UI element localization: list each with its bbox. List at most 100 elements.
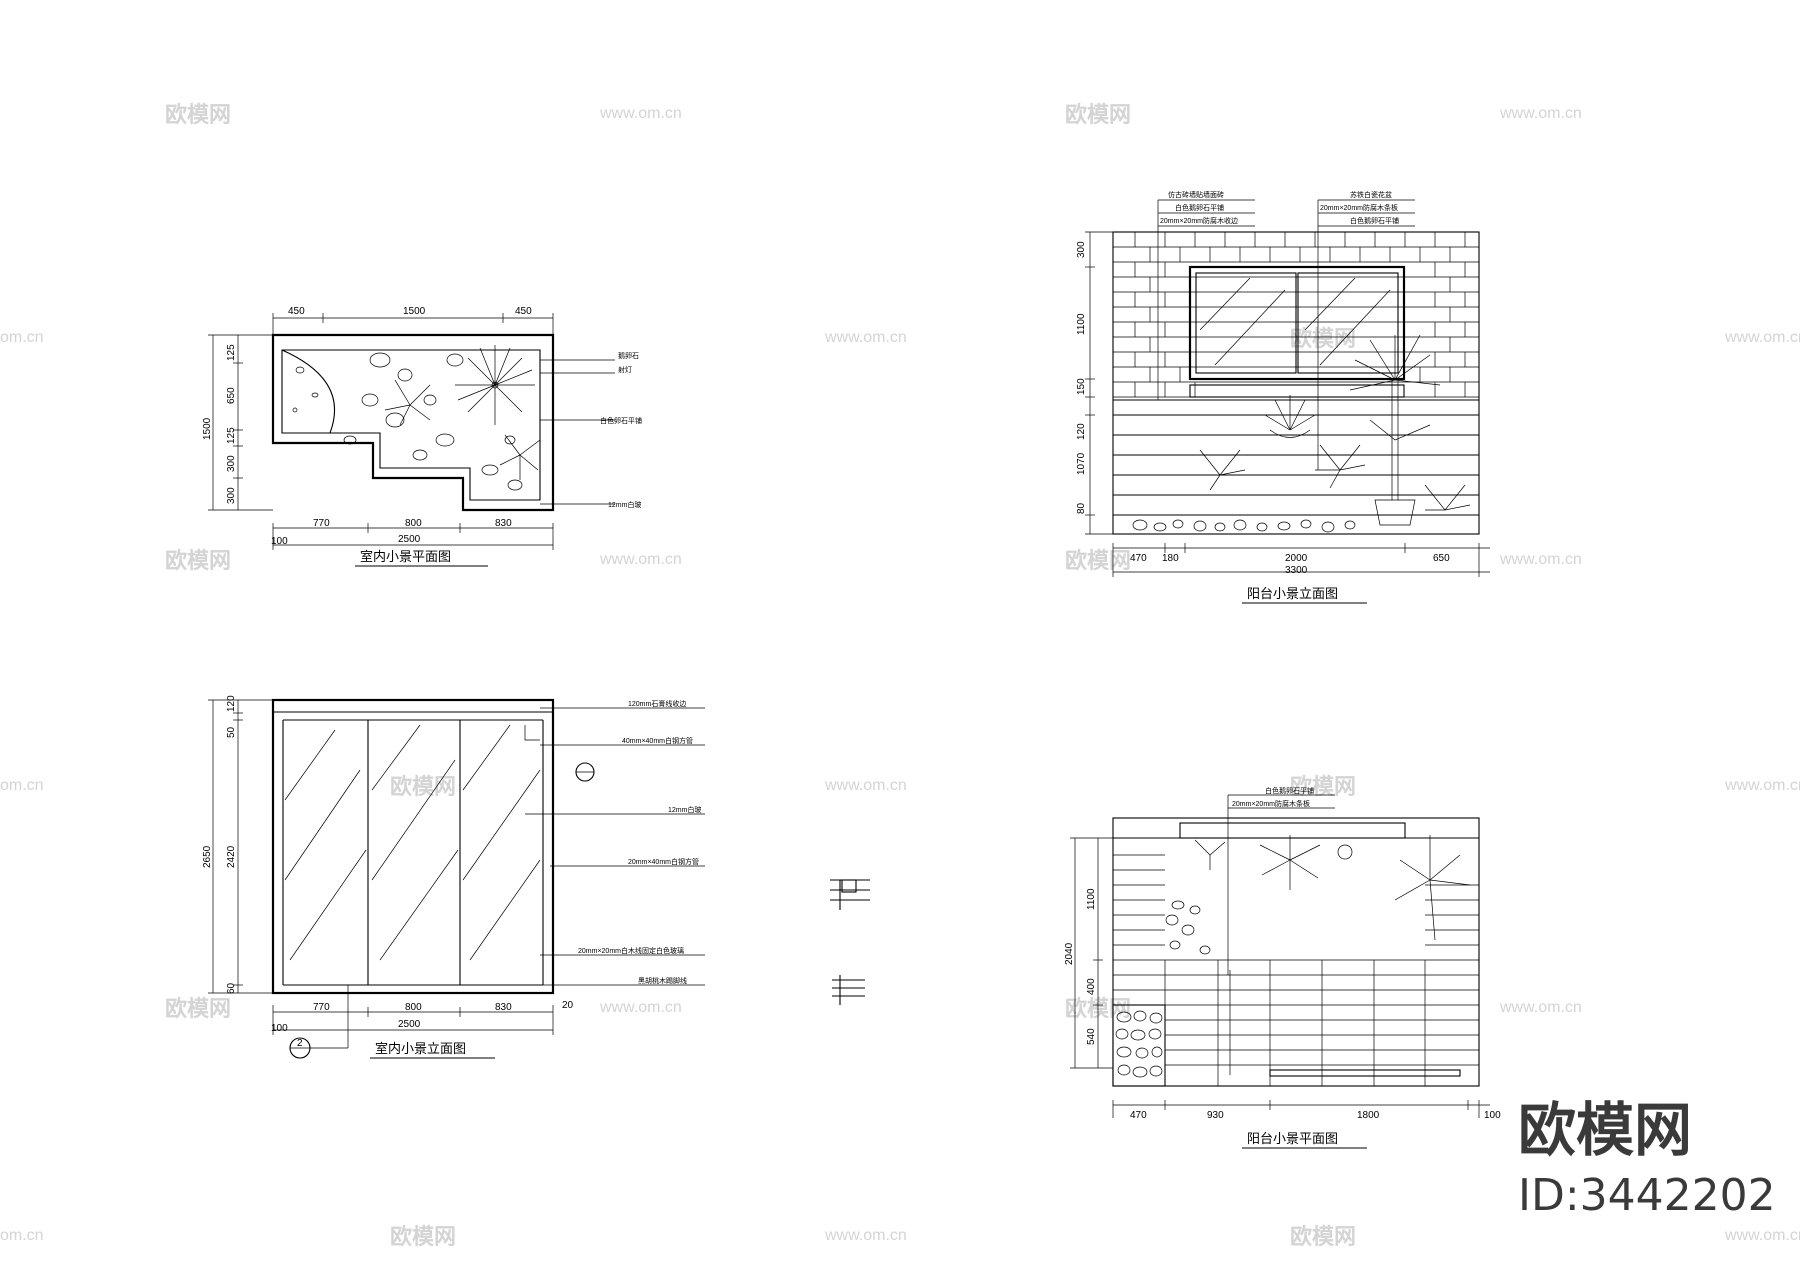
- dim-label: 2000: [1285, 553, 1308, 564]
- dim-label: 50: [226, 726, 237, 738]
- glass-arc: [281, 349, 335, 434]
- dim-label: 930: [1207, 1110, 1224, 1121]
- brand-name: 欧模网: [1518, 1096, 1692, 1164]
- dim-label: 100: [1484, 1110, 1501, 1121]
- dim-label: 300: [226, 455, 237, 472]
- dim-label: 150: [1076, 378, 1087, 395]
- window-glass-hatch: [1199, 277, 1391, 366]
- brand-id: ID:3442202: [1518, 1170, 1776, 1221]
- dim-label: 2420: [226, 845, 237, 868]
- watermark-url: www.om.cn: [599, 999, 682, 1016]
- watermark-cn: 欧模网: [1290, 326, 1356, 351]
- watermark-url: www.om.cn: [1499, 105, 1582, 122]
- plan-plants: [1194, 835, 1471, 941]
- dim-label: 770: [313, 1002, 330, 1013]
- dim-label: 400: [1086, 978, 1097, 995]
- door-threshold: [1269, 1069, 1461, 1077]
- dim-label: 2500: [398, 1019, 421, 1030]
- note-text: 12mm白玻: [668, 805, 701, 814]
- note-text: 120mm石膏线收边: [628, 699, 686, 708]
- note-text: 苏铁白瓷花盆: [1350, 190, 1392, 199]
- base-pebbles: [1132, 519, 1356, 533]
- dim-label: 470: [1130, 1110, 1147, 1121]
- dim-label: 650: [226, 387, 237, 404]
- plan-outline: [271, 333, 555, 512]
- watermark-url: www.om.cn: [824, 329, 907, 346]
- watermark-cn: 欧模网: [390, 774, 456, 799]
- dim-label: 450: [515, 306, 532, 317]
- balcony-plan-drawing: 1100 400 540 2040 470 930 1800 100 白色鹅卵石…: [1064, 786, 1501, 1149]
- note-text: 白色卵石平铺: [600, 416, 642, 425]
- pebble-pattern: [292, 352, 523, 491]
- watermark-cn: 欧模网: [1065, 548, 1131, 573]
- dim-label: 1100: [1086, 888, 1097, 910]
- note-text: 白色鹅卵石平铺: [1265, 786, 1314, 795]
- dim-label: 1800: [1357, 1110, 1380, 1121]
- dim-label: 100: [271, 536, 288, 547]
- watermark-url: www.om.cn: [599, 551, 682, 568]
- dim-label: 2500: [398, 534, 421, 545]
- construction-details: [830, 879, 870, 1005]
- watermark-url: www.om.cn: [1724, 777, 1800, 794]
- drawing-title: 室内小景平面图: [360, 549, 451, 564]
- dim-label: 60: [226, 982, 237, 994]
- indoor-elevation-drawing: 120 50 2420 60 2650 770 800 830 2500 100…: [202, 695, 705, 1059]
- dim-label: 125: [226, 427, 237, 444]
- dim-label: 1500: [202, 417, 213, 440]
- dim-label: 1500: [403, 306, 426, 317]
- brand-logo: 欧模网 ID:3442202: [1518, 1096, 1776, 1221]
- watermark-layer: 欧模网 www.om.cn 欧模网 www.om.cn om.cn www.om…: [0, 102, 1800, 1249]
- window-frame: [1188, 265, 1406, 381]
- watermark-url: www.om.cn: [1499, 551, 1582, 568]
- watermark-cn: 欧模网: [1065, 102, 1131, 127]
- watermark-url: om.cn: [0, 1227, 44, 1244]
- pebble-band: [1189, 384, 1405, 398]
- dim-label: 540: [1086, 1028, 1097, 1045]
- window-pane: [1195, 272, 1297, 374]
- dim-label: 2650: [202, 845, 213, 868]
- dim-label: 450: [288, 306, 305, 317]
- window-pane: [1297, 272, 1399, 374]
- dim-label: 800: [405, 518, 422, 529]
- note-text: 12mm白玻: [608, 500, 641, 509]
- note-text: 仿古砖墙贴墙面砖: [1168, 190, 1224, 199]
- dim-label: 120: [1076, 423, 1087, 440]
- note-text: 40mm×40mm白钢方管: [622, 736, 693, 745]
- watermark-cn: 欧模网: [1290, 1224, 1356, 1249]
- plan-outline: [1112, 817, 1480, 1087]
- dim-label: 830: [495, 1002, 512, 1013]
- note-text: 20mm×40mm白钢方管: [628, 857, 699, 866]
- note-text: 鹅卵石: [618, 351, 639, 360]
- dim-label: 2040: [1064, 942, 1075, 965]
- detail-section-b: [832, 975, 865, 1005]
- watermark-url: www.om.cn: [1499, 999, 1582, 1016]
- dim-label: 830: [495, 518, 512, 529]
- rail-cap: [1179, 822, 1406, 839]
- plan-inner-outline: [281, 349, 541, 501]
- watermark-cn: 欧模网: [165, 102, 231, 127]
- drawing-title: 阳台小景平面图: [1247, 1131, 1338, 1146]
- dim-label: 770: [313, 518, 330, 529]
- note-text: 白色鹅卵石平铺: [1175, 203, 1224, 212]
- pebble-pattern: [1115, 900, 1211, 1078]
- dim-label: 100: [271, 1023, 288, 1034]
- potted-palm: [1349, 334, 1441, 526]
- dim-label: 120: [226, 695, 237, 712]
- watermark-url: www.om.cn: [1724, 329, 1800, 346]
- fern-plant: [1195, 444, 1471, 511]
- note-text: 20mm×20mm白木线固定白色玻璃: [578, 946, 684, 955]
- palm-plant: [455, 345, 535, 425]
- note-text: 黑胡桃木踢脚线: [638, 976, 687, 985]
- wood-slat-fence: [1113, 399, 1479, 516]
- hanging-planter: [1264, 395, 1316, 438]
- watermark-url: www.om.cn: [824, 1227, 907, 1244]
- watermark-url: www.om.cn: [1724, 1227, 1800, 1244]
- watermark-url: om.cn: [0, 329, 44, 346]
- dim-label: 180: [1162, 553, 1179, 564]
- dim-label: 3300: [1285, 565, 1308, 576]
- drawing-title: 阳台小景立面图: [1247, 586, 1338, 601]
- dim-label: 300: [226, 487, 237, 504]
- elevation-outline: [1112, 231, 1480, 535]
